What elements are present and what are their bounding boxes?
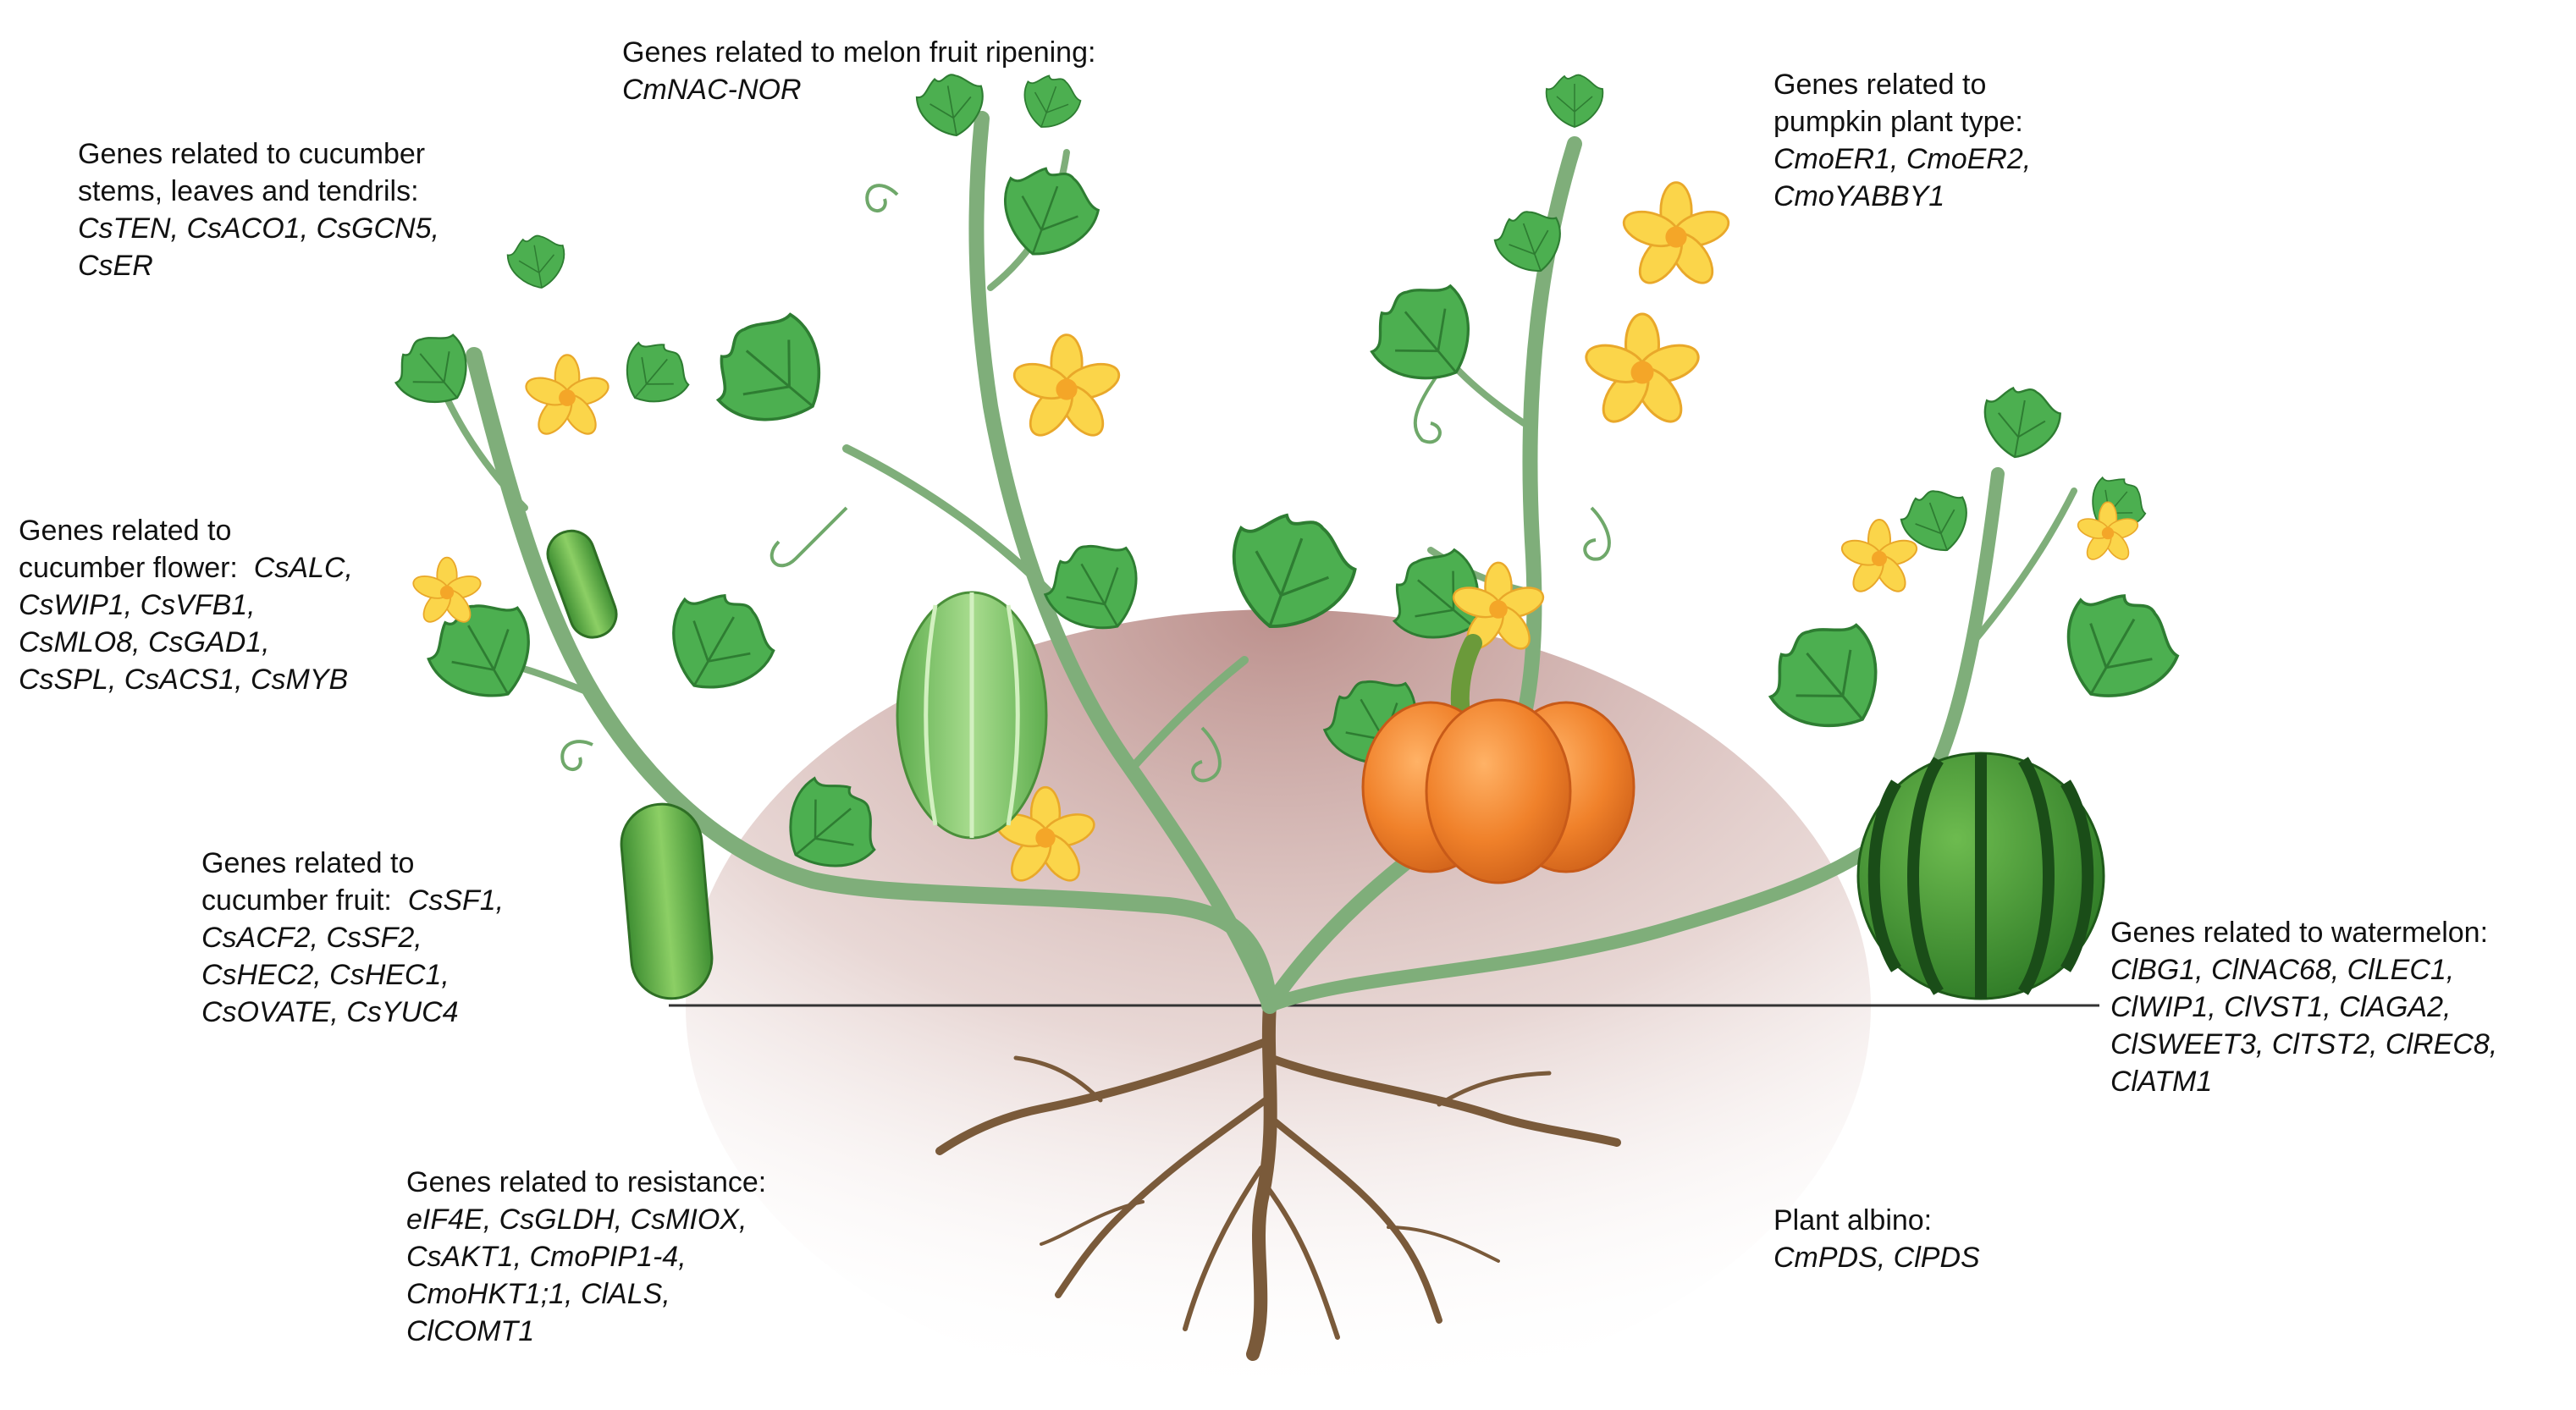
melon-fruit (896, 591, 1048, 840)
label-heading: Genes related to watermelon: (2110, 917, 2489, 949)
pumpkin-fruit (1361, 634, 1636, 884)
gene-list: ClCOMT1 (406, 1315, 535, 1347)
label-pumpkin-type: Genes related to pumpkin plant type: Cmo… (1773, 66, 2031, 215)
label-heading: stems, leaves and tendrils: (78, 175, 419, 207)
roots (935, 999, 1621, 1361)
gene-list: CsER (78, 250, 153, 282)
label-cucumber-fruit: Genes related to cucumber fruit: CsSF1, … (201, 845, 504, 1031)
gene-list: CsOVATE, CsYUC4 (201, 996, 459, 1028)
label-heading: Genes related to melon fruit ripening: (622, 36, 1096, 69)
gene-list: ClATM1 (2110, 1066, 2213, 1098)
label-heading: Genes related to (19, 515, 232, 547)
gene-list: CmPDS, ClPDS (1773, 1242, 1980, 1274)
label-heading: Plant albino: (1773, 1204, 1933, 1237)
gene-list: ClBG1, ClNAC68, ClLEC1, (2110, 954, 2455, 986)
gene-list: CsHEC2, CsHEC1, (201, 959, 450, 991)
gene-list: CsAKT1, CmoPIP1-4, (406, 1241, 687, 1273)
gene-list: CmoER1, CmoER2, (1773, 143, 2032, 175)
tendrils (560, 184, 1611, 783)
label-heading: Genes related to resistance: (406, 1166, 767, 1198)
label-melon-ripening: Genes related to melon fruit ripening: C… (622, 34, 1095, 108)
cucumber-lower (620, 802, 714, 1000)
label-resistance: Genes related to resistance: eIF4E, CsGL… (406, 1164, 766, 1350)
cucumber-upper (546, 529, 618, 639)
gene-list: eIF4E, CsGLDH, CsMIOX, (406, 1203, 747, 1236)
label-albino: Plant albino: CmPDS, ClPDS (1773, 1202, 1980, 1276)
gene-list: CsALC, (253, 552, 353, 584)
watermelon-fruit (1856, 752, 2105, 1000)
label-heading-line: cucumber fruit: CsSF1, (201, 882, 504, 919)
label-heading: Genes related to cucumber (78, 138, 426, 170)
label-heading: Genes related to (1773, 69, 1987, 101)
gene-list: CsWIP1, CsVFB1, (19, 589, 256, 621)
label-heading: cucumber flower: (19, 552, 238, 584)
gene-list: ClWIP1, ClVST1, ClAGA2, (2110, 991, 2452, 1023)
gene-list: CmNAC-NOR (622, 74, 802, 106)
gene-list: ClSWEET3, ClTST2, ClREC8, (2110, 1028, 2498, 1060)
label-heading: pumpkin plant type: (1773, 106, 2023, 138)
gene-list: CsTEN, CsACO1, CsGCN5, (78, 212, 439, 245)
gene-list: CmoYABBY1 (1773, 180, 1945, 212)
label-watermelon: Genes related to watermelon: ClBG1, ClNA… (2110, 914, 2497, 1100)
label-heading: cucumber fruit: (201, 884, 392, 917)
label-cucumber-flower: Genes related to cucumber flower: CsALC,… (19, 512, 353, 698)
gene-list: CsSF1, (407, 884, 505, 917)
label-cucumber-stems: Genes related to cucumber stems, leaves … (78, 135, 439, 284)
gene-list: CmoHKT1;1, ClALS, (406, 1278, 670, 1310)
gene-list: CsSPL, CsACS1, CsMYB (19, 664, 349, 696)
gene-list: CsACF2, CsSF2, (201, 922, 422, 954)
label-heading-line: cucumber flower: CsALC, (19, 549, 353, 587)
gene-list: CsMLO8, CsGAD1, (19, 626, 270, 658)
label-heading: Genes related to (201, 847, 415, 879)
